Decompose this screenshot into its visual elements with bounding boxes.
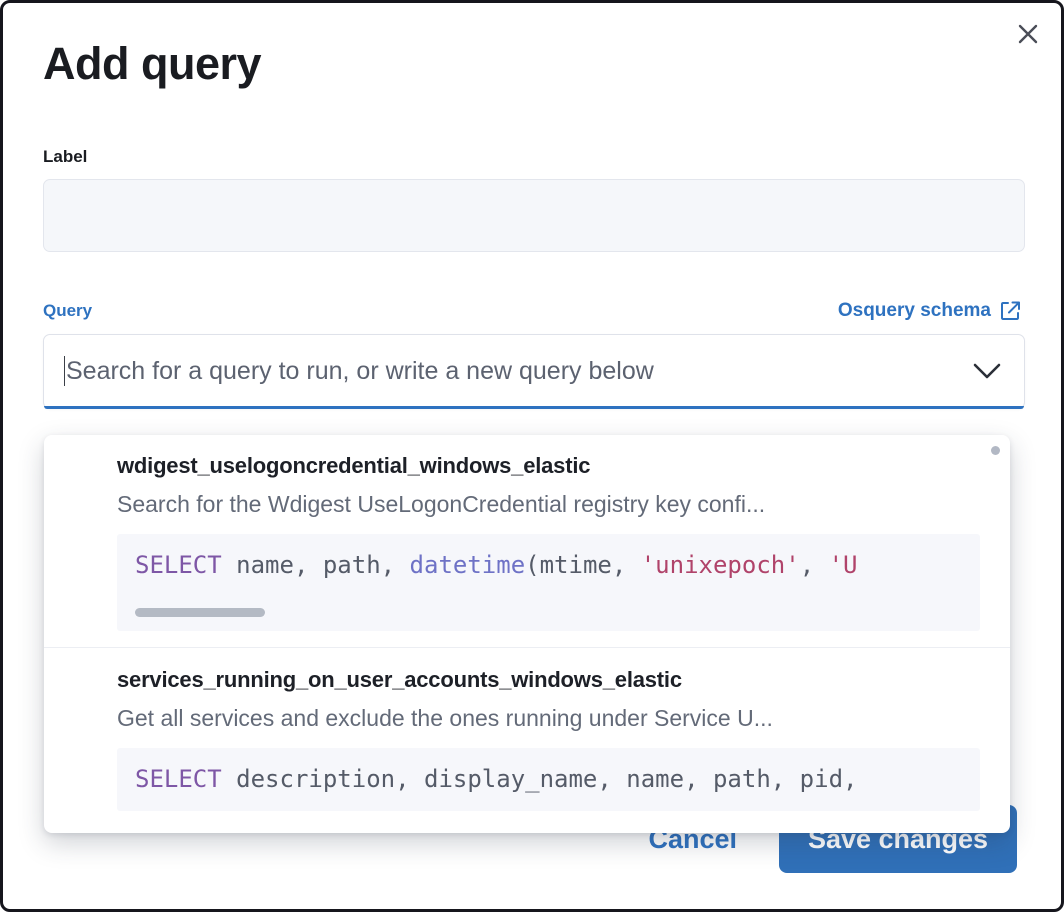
query-combobox-placeholder: Search for a query to run, or write a ne… [66,356,654,385]
list-item[interactable]: services_running_on_user_accounts_window… [44,647,1010,811]
close-x-glyph [1018,24,1038,44]
query-options-dropdown[interactable]: wdigest_uselogoncredential_windows_elast… [44,435,1010,833]
label-field-label: Label [43,146,88,166]
osquery-schema-link[interactable]: Osquery schema [838,300,1021,322]
query-header-row: Query Osquery schema [43,300,1021,322]
close-icon[interactable] [1009,15,1047,53]
chevron-down-glyph [973,363,1001,378]
page-title: Add query [43,38,262,89]
option-description: Get all services and exclude the ones ru… [117,705,773,731]
option-title: wdigest_uselogoncredential_windows_elast… [117,453,591,478]
list-item[interactable]: wdigest_uselogoncredential_windows_elast… [44,435,1010,631]
chevron-down-icon[interactable] [966,356,1008,387]
sql-code-line: SELECT name, path, datetime(mtime, 'unix… [135,551,858,579]
code-horizontal-scrollbar[interactable] [135,608,265,617]
query-field-label: Query [43,300,93,320]
modal-header: Add query [3,3,1061,89]
option-sql-preview[interactable]: SELECT name, path, datetime(mtime, 'unix… [117,534,980,631]
text-cursor [64,356,65,386]
option-sql-preview[interactable]: SELECT description, display_name, name, … [117,748,980,811]
sql-code-line: SELECT description, display_name, name, … [135,765,858,793]
osquery-schema-link-label: Osquery schema [837,299,991,321]
option-description: Search for the Wdigest UseLogonCredentia… [117,491,766,517]
dropdown-scrollbar[interactable] [991,446,1000,455]
external-link-icon [1001,301,1020,320]
modal-body: Label Query Osquery schema Search for a … [3,147,1061,409]
option-title: services_running_on_user_accounts_window… [117,667,682,692]
label-input[interactable] [43,178,1025,252]
query-combobox[interactable]: Search for a query to run, or write a ne… [43,333,1025,409]
